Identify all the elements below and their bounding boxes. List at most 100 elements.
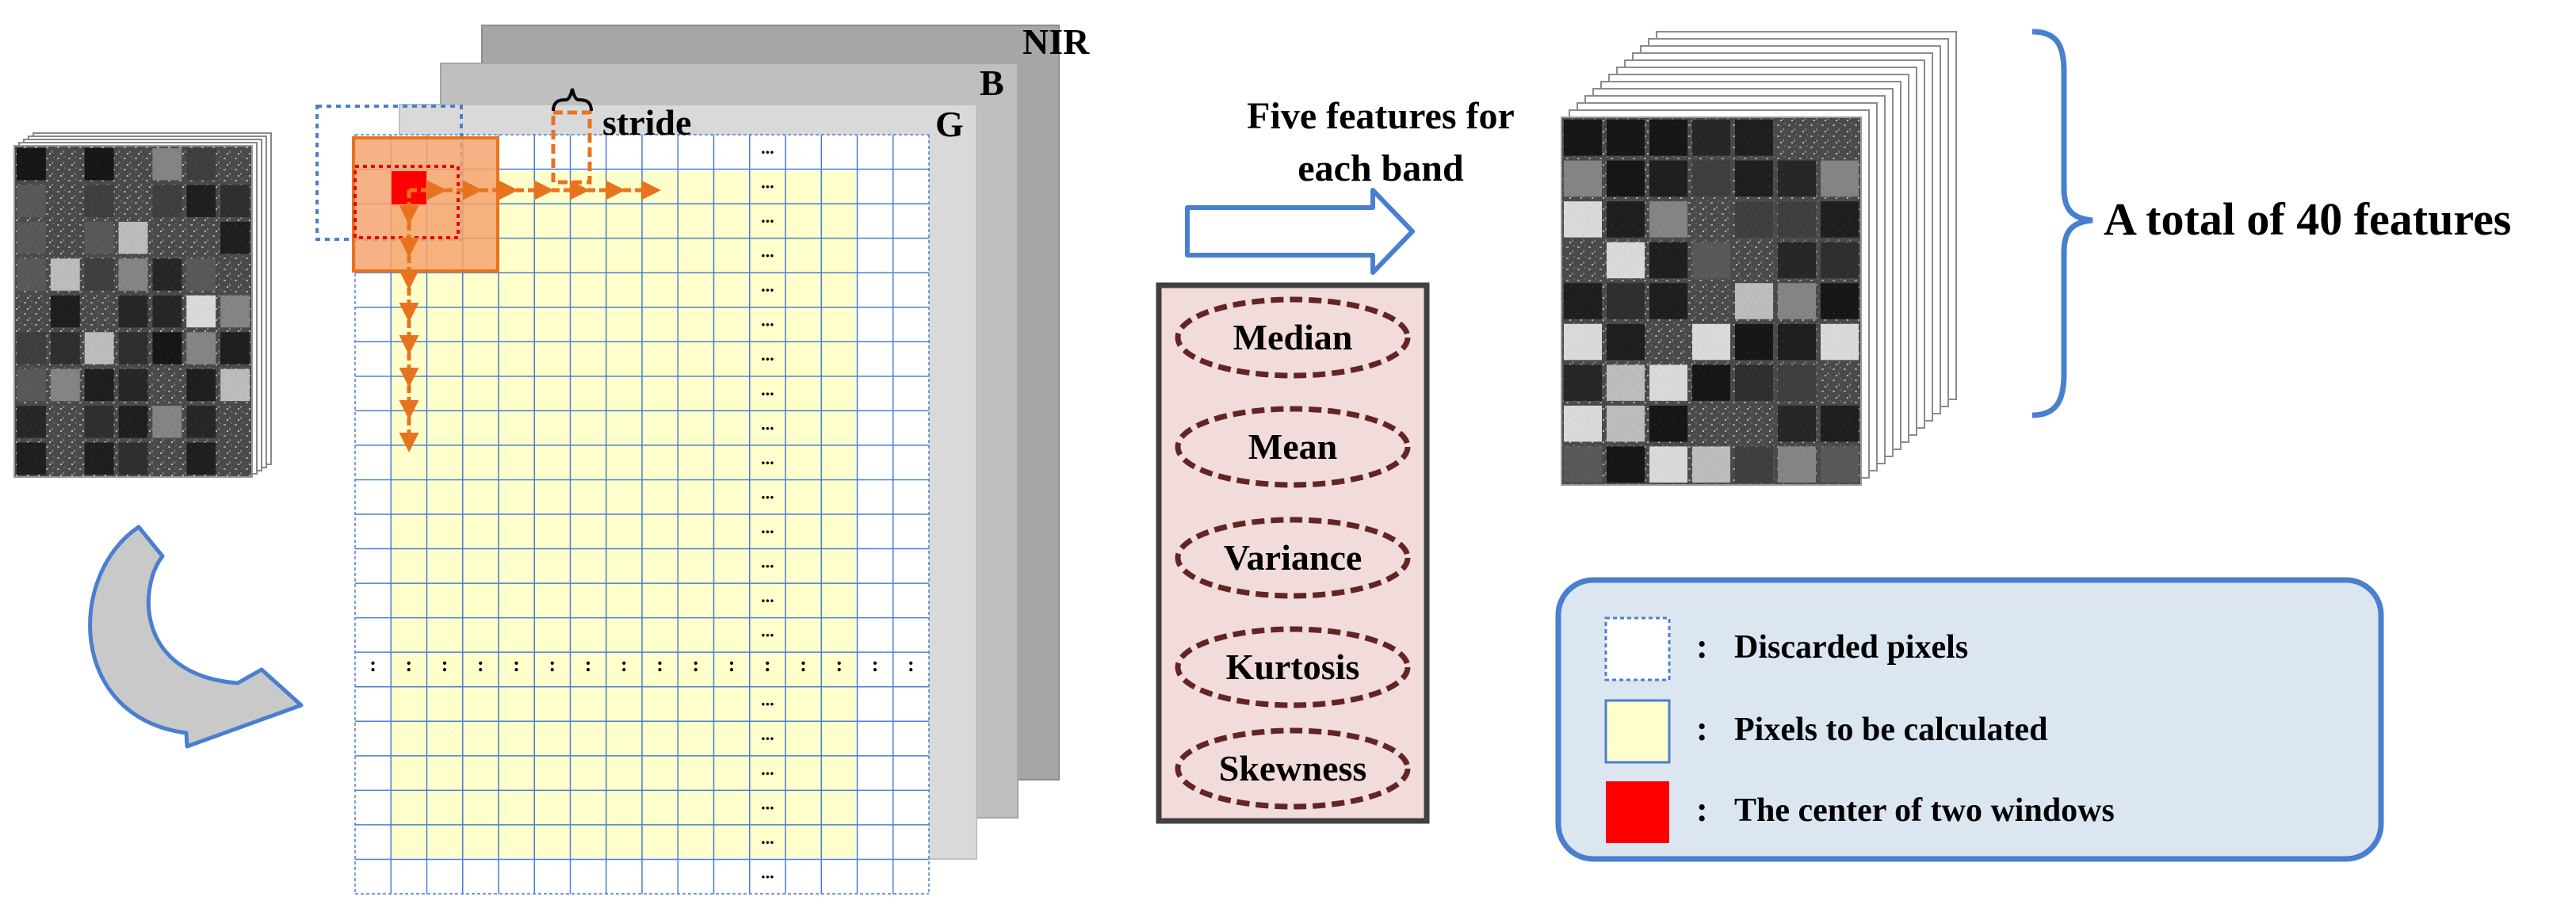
field-patch xyxy=(17,148,46,181)
grid-vertical-ellipsis: : xyxy=(656,653,663,676)
grid-vertical-ellipsis: : xyxy=(406,653,413,676)
grid-ellipsis: ... xyxy=(761,828,774,848)
field-patch xyxy=(1778,283,1816,319)
field-patch xyxy=(1778,405,1816,442)
field-patch xyxy=(50,258,80,291)
feature-ellipse xyxy=(1175,406,1411,488)
grid-ellipsis: ... xyxy=(761,759,774,779)
grid-ellipsis: ... xyxy=(761,414,774,433)
field-patch xyxy=(1564,160,1602,197)
total-features-label: A total of 40 features xyxy=(2104,193,2511,245)
field-patch xyxy=(84,258,114,291)
grid-vertical-ellipsis: : xyxy=(693,653,700,676)
grid-ellipsis: ... xyxy=(761,517,774,537)
grid-ellipsis: ... xyxy=(761,242,774,261)
output-image-front xyxy=(1561,117,1861,485)
field-patch xyxy=(84,221,114,254)
field-patch xyxy=(1778,364,1816,401)
feature-label: Kurtosis xyxy=(1226,647,1360,687)
feature-label: Variance xyxy=(1224,537,1363,578)
field-patch xyxy=(17,406,46,438)
grid-ellipsis: ... xyxy=(761,448,774,468)
grid-ellipsis: ... xyxy=(761,483,774,502)
legend-label-center: The center of two windows xyxy=(1734,792,2115,829)
satellite-image-front xyxy=(14,146,252,477)
field-patch xyxy=(186,148,216,181)
grid-vertical-ellipsis: : xyxy=(764,653,771,676)
grid-vertical-ellipsis: : xyxy=(800,653,807,676)
field-patch xyxy=(1649,283,1687,319)
band-label-nir: NIR xyxy=(1022,21,1090,62)
field-patch xyxy=(84,332,114,364)
field-patch xyxy=(1692,120,1730,156)
field-patch xyxy=(17,332,46,364)
field-patch xyxy=(186,258,216,291)
grid-ellipsis: ... xyxy=(761,311,774,330)
field-patch xyxy=(118,332,148,364)
field-patch xyxy=(220,185,250,217)
grid-vertical-ellipsis: : xyxy=(549,653,556,676)
field-patch xyxy=(1607,120,1645,156)
legend-swatch-calculated xyxy=(1604,699,1671,764)
field-patch xyxy=(1778,242,1816,279)
field-patch xyxy=(84,442,114,475)
field-patch xyxy=(1564,446,1602,483)
field-patch xyxy=(118,406,148,438)
field-patch xyxy=(1692,364,1730,401)
field-patch xyxy=(1564,405,1602,442)
field-patch xyxy=(220,295,250,328)
field-patch xyxy=(1649,446,1687,483)
field-patch xyxy=(1821,405,1859,442)
field-patch xyxy=(50,295,80,328)
grid-vertical-ellipsis: : xyxy=(872,653,879,676)
field-patch xyxy=(1607,405,1645,442)
field-patch xyxy=(118,258,148,291)
field-patch xyxy=(1607,283,1645,319)
grid-ellipsis: ... xyxy=(761,862,774,882)
stride-label: stride xyxy=(602,102,691,143)
field-patch xyxy=(152,332,182,364)
field-patch xyxy=(1735,364,1773,401)
grid-vertical-ellipsis: : xyxy=(477,653,484,676)
curved-flow-arrow xyxy=(88,525,304,749)
grid-vertical-ellipsis: : xyxy=(585,653,592,676)
field-patch xyxy=(17,442,46,475)
feature-label: Mean xyxy=(1248,426,1337,467)
grid-ellipsis: ... xyxy=(761,552,774,571)
legend-colon-discarded: : xyxy=(1696,627,1708,666)
band-label-b: B xyxy=(980,63,1004,103)
grid-ellipsis: ... xyxy=(761,345,774,364)
field-patch xyxy=(118,442,148,475)
features-caption-line1: Five features for xyxy=(1247,95,1515,137)
field-patch xyxy=(1778,160,1816,197)
field-patch xyxy=(1649,120,1687,156)
legend-box: : Discarded pixels : Pixels to be calcul… xyxy=(1555,577,2384,862)
grid-vertical-ellipsis: : xyxy=(908,653,915,676)
grid-vertical-ellipsis: : xyxy=(728,653,736,676)
window-center-pixel xyxy=(392,171,426,204)
feature-ellipse xyxy=(1175,727,1411,810)
grid-ellipsis: ... xyxy=(761,621,774,641)
field-patch xyxy=(1821,242,1859,279)
field-patch xyxy=(186,406,216,438)
field-patch xyxy=(220,332,250,364)
field-patch xyxy=(186,368,216,402)
field-patch xyxy=(1649,201,1687,238)
field-patch xyxy=(186,295,216,328)
legend-swatch-discarded xyxy=(1604,616,1671,681)
grid-vertical-ellipsis: : xyxy=(441,653,449,676)
field-patch xyxy=(220,221,250,254)
field-patch xyxy=(1649,405,1687,442)
feature-ellipse xyxy=(1175,517,1411,599)
field-patch xyxy=(1649,242,1687,279)
feature-item: Variance xyxy=(1175,517,1411,599)
field-patch xyxy=(186,185,216,217)
field-patch xyxy=(152,185,182,217)
field-patch xyxy=(1821,283,1859,319)
output-feature-stack xyxy=(1561,31,1957,486)
feature-item: Skewness xyxy=(1175,727,1411,810)
legend-colon-center: : xyxy=(1696,790,1708,829)
grid-ellipsis: ... xyxy=(761,138,774,158)
field-patch xyxy=(152,258,182,291)
